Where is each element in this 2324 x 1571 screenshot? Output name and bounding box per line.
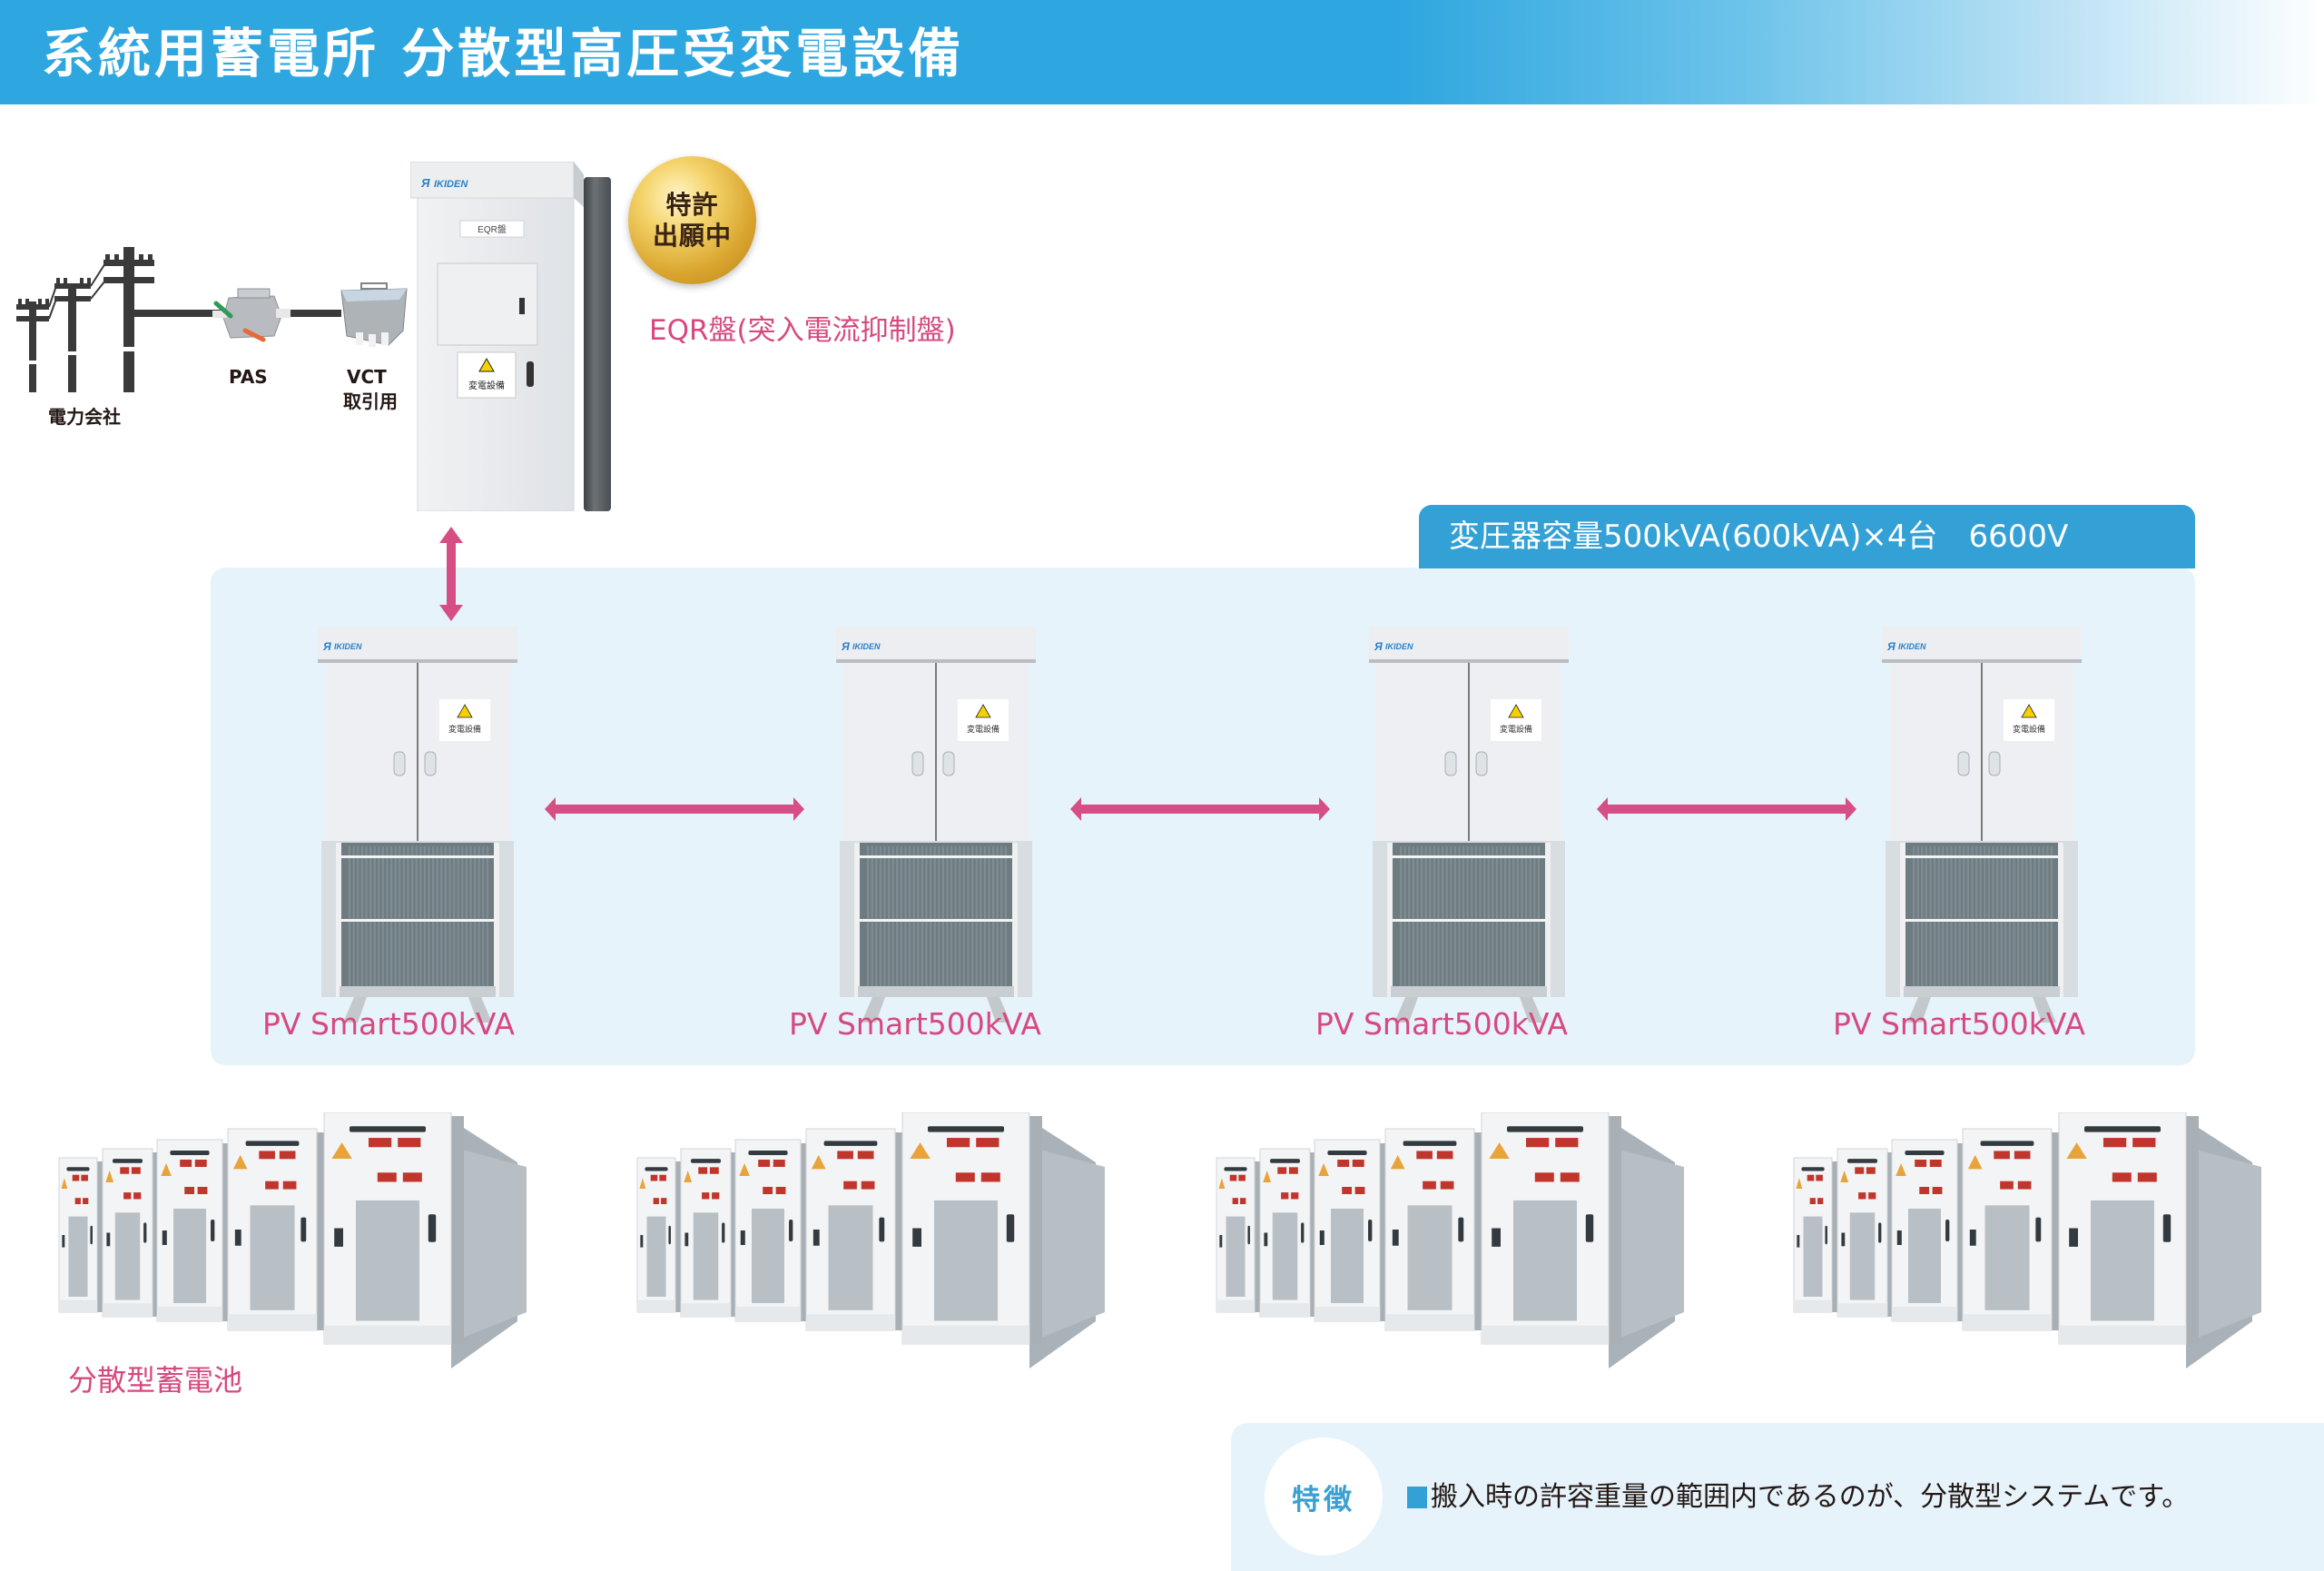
svg-text:変電設備: 変電設備 — [468, 380, 505, 391]
mounting-pole — [584, 177, 611, 511]
transformer-label: PV Smart500kVA — [789, 1006, 1041, 1042]
svg-text:Я: Я — [1374, 640, 1383, 653]
svg-text:Я: Я — [322, 640, 331, 653]
svg-text:変電設備: 変電設備 — [2013, 724, 2045, 735]
double-arrow-horizontal-icon — [1597, 797, 1856, 821]
patent-badge-line2: 出願中 — [652, 220, 732, 251]
svg-text:IKIDEN: IKIDEN — [1385, 642, 1413, 651]
square-bullet-icon — [1407, 1487, 1427, 1508]
capacity-badge: 変圧器容量500kVA(600kVA)×4台 6600V — [1419, 505, 2195, 568]
eqr-brand: IKIDEN — [434, 179, 468, 190]
patent-pending-badge: 特許 出願中 — [628, 156, 756, 284]
battery-group-image — [1216, 1112, 1684, 1368]
patent-badge-line1: 特許 — [665, 189, 719, 220]
transformer-unit-image: Я IKIDEN 変電設備 — [1369, 627, 1569, 1023]
svg-text:Я: Я — [1886, 640, 1896, 653]
feature-heading: 特徴 — [1292, 1483, 1355, 1517]
feature-heading-circle: 特徴 — [1265, 1438, 1383, 1556]
svg-text:変電設備: 変電設備 — [967, 724, 1000, 735]
pas-label: PAS — [229, 366, 268, 388]
svg-text:Я: Я — [841, 640, 850, 653]
utility-poles-icon — [16, 247, 154, 392]
svg-text:変電設備: 変電設備 — [448, 724, 481, 735]
double-arrow-horizontal-icon — [1070, 797, 1330, 821]
power-company-label: 電力会社 — [48, 406, 121, 428]
vct-label: VCT — [347, 366, 387, 388]
double-arrow-horizontal-icon — [545, 797, 804, 821]
svg-text:IKIDEN: IKIDEN — [1898, 642, 1926, 651]
svg-text:Я: Я — [420, 176, 430, 190]
header-banner: 系統用蓄電所 分散型高圧受変電設備 — [0, 0, 2324, 104]
battery-label: 分散型蓄電池 — [68, 1363, 243, 1398]
eqr-cabinet-image: Я IKIDEN EQR盤 変電設備 — [410, 162, 584, 511]
svg-text:EQR盤: EQR盤 — [478, 223, 507, 235]
svg-text:IKIDEN: IKIDEN — [334, 642, 362, 651]
battery-group-image — [1793, 1112, 2261, 1368]
double-arrow-vertical-icon — [439, 527, 463, 621]
feature-text: 搬入時の許容重量の範囲内であるのが、分散型システムです。 — [1431, 1481, 2190, 1513]
transformer-label: PV Smart500kVA — [1833, 1006, 2085, 1042]
transformer-label: PV Smart500kVA — [262, 1006, 515, 1042]
pas-switch-icon — [212, 288, 290, 342]
battery-group-image — [58, 1112, 527, 1368]
transformer-label: PV Smart500kVA — [1315, 1006, 1568, 1042]
svg-text:IKIDEN: IKIDEN — [852, 642, 881, 651]
feature-description: 搬入時の許容重量の範囲内であるのが、分散型システムです。 — [1407, 1480, 2189, 1515]
battery-group-image — [636, 1112, 1105, 1368]
eqr-label: EQR盤(突入電流抑制盤) — [649, 314, 956, 347]
vct-meter-icon — [340, 282, 408, 347]
transformer-unit-image: Я IKIDEN 変電設備 — [836, 627, 1036, 1023]
transformer-unit-image: Я IKIDEN 変電設備 — [1882, 627, 2082, 1023]
svg-text:変電設備: 変電設備 — [1500, 724, 1532, 735]
transformer-panel — [211, 568, 2195, 1065]
page-title: 系統用蓄電所 分散型高圧受変電設備 — [42, 23, 965, 84]
transformer-unit-image: Я IKIDEN 変電設備 — [318, 627, 517, 1023]
vct-usage-label: 取引用 — [343, 390, 398, 412]
